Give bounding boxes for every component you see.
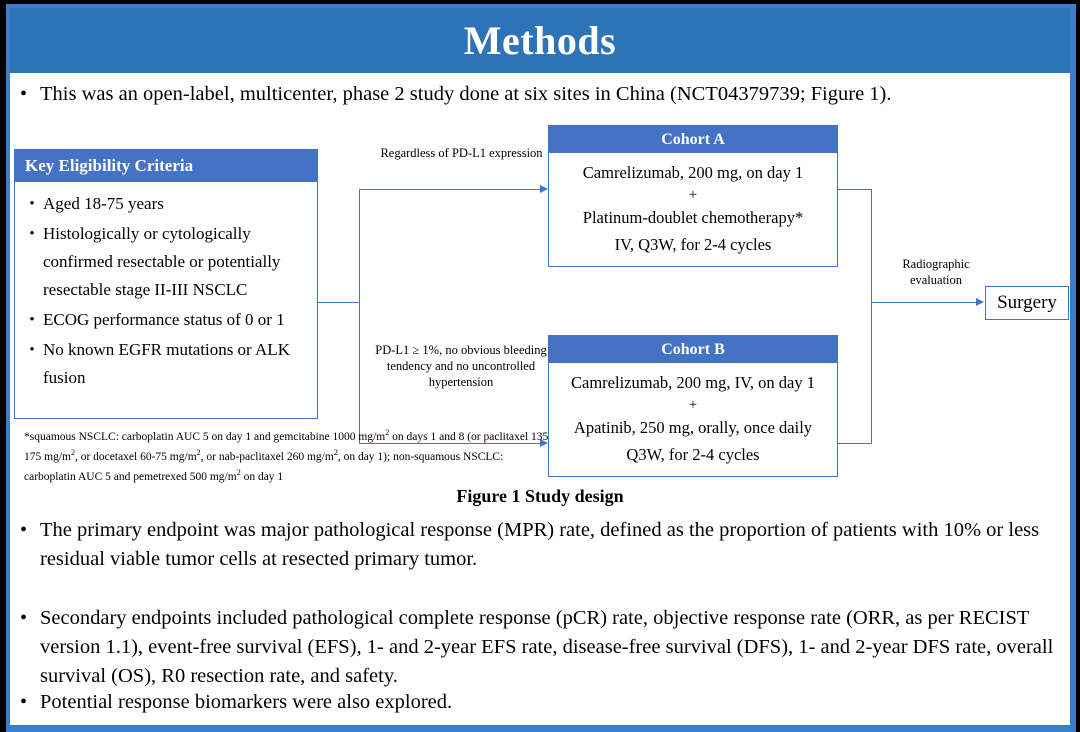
cohort-a-box: Cohort A Camrelizumab, 200 mg, on day 1 … [548, 125, 838, 267]
cohort-a-line: Camrelizumab, 200 mg, on day 1 [582, 163, 804, 182]
bullet-marker-icon: • [29, 342, 35, 358]
list-item: • Aged 18-75 years [21, 190, 311, 218]
biomarker-bullet: • Potential response biomarkers were als… [14, 688, 1059, 717]
connector-cohort-b-out [838, 443, 872, 445]
cohort-b-line: + [688, 397, 698, 413]
connector-label-top: Regardless of PD-L1 expression [380, 146, 543, 160]
cohort-b-line: Q3W, for 2-4 cycles [626, 445, 760, 464]
cohort-b-body: Camrelizumab, 200 mg, IV, on day 1 + Apa… [549, 363, 837, 476]
eligibility-list: • Aged 18-75 years • Histologically or c… [15, 182, 317, 392]
primary-endpoint-bullet: • The primary endpoint was major patholo… [14, 516, 1059, 574]
slide-title-bar: Methods [10, 8, 1070, 73]
cohort-a-line: IV, Q3W, for 2-4 cycles [614, 235, 772, 254]
figure-footnote: *squamous NSCLC: carboplatin AUC 5 on da… [24, 428, 553, 483]
connector-trunk-horizontal [318, 302, 360, 304]
connector-to-surgery [871, 302, 979, 304]
connector-to-cohort-b [359, 443, 541, 445]
study-design-figure: Regardless of PD-L1 expression PD-L1 ≥ 1… [10, 118, 1070, 490]
arrow-head-cohort-b-icon [540, 439, 548, 447]
biomarker-text: Potential response biomarkers were also … [40, 691, 453, 713]
eligibility-item-label: Histologically or cytologically confirme… [43, 224, 281, 299]
connector-to-cohort-a [359, 189, 541, 191]
bullet-marker-icon: • [20, 691, 28, 713]
connector-label-bottom: PD-L1 ≥ 1%, no obvious bleeding tendency… [375, 343, 547, 389]
arrow-head-surgery-icon [976, 298, 984, 306]
bullet-marker-icon: • [29, 312, 35, 328]
bullet-marker-icon: • [20, 83, 28, 105]
eligibility-item-label: ECOG performance status of 0 or 1 [43, 310, 285, 329]
eligibility-item-label: Aged 18-75 years [43, 194, 164, 213]
figure-caption: Figure 1 Study design [456, 486, 624, 506]
cohort-b-box: Cohort B Camrelizumab, 200 mg, IV, on da… [548, 335, 838, 477]
bullet-marker-icon: • [20, 519, 28, 541]
intro-bullet-text: This was an open-label, multicenter, pha… [40, 83, 892, 105]
primary-endpoint-text: The primary endpoint was major pathologi… [40, 519, 1040, 570]
bullet-marker-icon: • [29, 226, 35, 242]
eligibility-criteria-box: Key Eligibility Criteria • Aged 18-75 ye… [14, 149, 318, 419]
cohort-a-body: Camrelizumab, 200 mg, on day 1 + Platinu… [549, 153, 837, 266]
cohort-b-header: Cohort B [549, 336, 837, 363]
list-item: • No known EGFR mutations or ALK fusion [21, 336, 311, 392]
cohort-b-line: Apatinib, 250 mg, orally, once daily [573, 418, 813, 437]
bullet-marker-icon: • [29, 196, 35, 212]
arrow-head-cohort-a-icon [540, 185, 548, 193]
bullet-marker-icon: • [20, 607, 28, 629]
cohort-a-line: + [688, 187, 698, 203]
cohort-a-line: Platinum-doublet chemotherapy* [582, 208, 804, 227]
surgery-box: Surgery [985, 286, 1069, 320]
secondary-endpoint-bullet: • Secondary endpoints included pathologi… [14, 604, 1059, 691]
secondary-endpoint-text: Secondary endpoints included pathologica… [40, 607, 1054, 687]
surgery-label: Surgery [997, 292, 1057, 313]
eligibility-header: Key Eligibility Criteria [15, 150, 317, 182]
list-item: • Histologically or cytologically confir… [21, 220, 311, 304]
connector-trunk-vertical [359, 189, 361, 444]
cohort-b-line: Camrelizumab, 200 mg, IV, on day 1 [571, 373, 815, 392]
eligibility-item-label: No known EGFR mutations or ALK fusion [43, 340, 290, 387]
list-item: • ECOG performance status of 0 or 1 [21, 306, 311, 334]
connector-merge-vertical [871, 189, 873, 444]
page-title: Methods [463, 17, 617, 63]
connector-label-right: Radiographic evaluation [902, 257, 970, 287]
cohort-a-header: Cohort A [549, 126, 837, 153]
connector-cohort-a-out [838, 189, 872, 191]
intro-bullet: • This was an open-label, multicenter, p… [14, 80, 1059, 109]
